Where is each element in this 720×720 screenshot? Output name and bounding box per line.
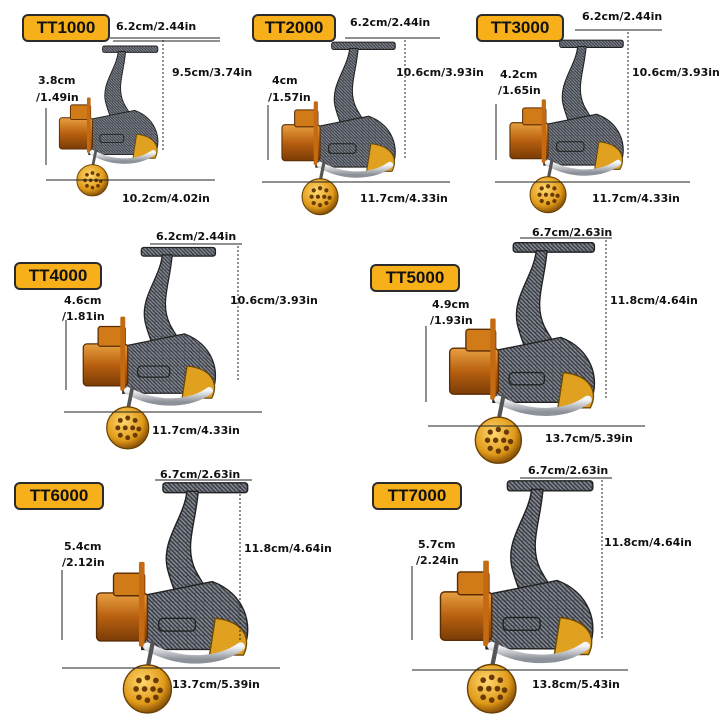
spool-diameter-label: 4.9cm	[432, 298, 470, 311]
length-label: 13.8cm/5.43in	[532, 678, 620, 691]
model-badge: TT7000	[372, 482, 462, 510]
spool-diameter-inch-label: /1.57in	[268, 91, 311, 104]
top-width-label: 6.7cm/2.63in	[532, 226, 613, 239]
spool-diameter-inch-label: /1.81in	[62, 310, 105, 323]
top-width-label: 6.2cm/2.44in	[156, 230, 237, 243]
model-badge: TT2000	[252, 14, 336, 42]
spool-diameter-label: 4.2cm	[500, 68, 538, 81]
top-width-label: 6.7cm/2.63in	[528, 464, 609, 477]
spool-diameter-inch-label: /2.24in	[416, 554, 459, 567]
length-label: 13.7cm/5.39in	[545, 432, 633, 445]
model-badge: TT4000	[14, 262, 102, 290]
spool-diameter-inch-label: /1.93in	[430, 314, 473, 327]
top-width-label: 6.2cm/2.44in	[116, 20, 197, 33]
height-label: 10.6cm/3.93in	[230, 294, 318, 307]
spool-diameter-label: 3.8cm	[38, 74, 76, 87]
height-label: 10.6cm/3.93in	[396, 66, 484, 79]
spool-diameter-label: 5.4cm	[64, 540, 102, 553]
length-label: 11.7cm/4.33in	[152, 424, 240, 437]
spool-diameter-inch-label: /1.49in	[36, 91, 79, 104]
top-width-label: 6.7cm/2.63in	[160, 468, 241, 481]
reel-image	[40, 40, 220, 208]
model-badge: TT5000	[370, 264, 460, 292]
height-label: 9.5cm/3.74in	[172, 66, 253, 79]
top-width-label: 6.2cm/2.44in	[582, 10, 663, 23]
model-badge: TT6000	[14, 482, 104, 510]
length-label: 13.7cm/5.39in	[172, 678, 260, 691]
spool-diameter-label: 4.6cm	[64, 294, 102, 307]
model-badge: TT1000	[22, 14, 110, 42]
height-label: 11.8cm/4.64in	[244, 542, 332, 555]
spool-diameter-label: 5.7cm	[418, 538, 456, 551]
length-label: 11.7cm/4.33in	[592, 192, 680, 205]
height-label: 11.8cm/4.64in	[610, 294, 698, 307]
model-badge: TT3000	[476, 14, 564, 42]
spool-diameter-inch-label: /2.12in	[62, 556, 105, 569]
spool-diameter-inch-label: /1.65in	[498, 84, 541, 97]
height-label: 11.8cm/4.64in	[604, 536, 692, 549]
length-label: 10.2cm/4.02in	[122, 192, 210, 205]
height-label: 10.6cm/3.93in	[632, 66, 720, 79]
length-label: 11.7cm/4.33in	[360, 192, 448, 205]
top-width-label: 6.2cm/2.44in	[350, 16, 431, 29]
spool-diameter-label: 4cm	[272, 74, 298, 87]
